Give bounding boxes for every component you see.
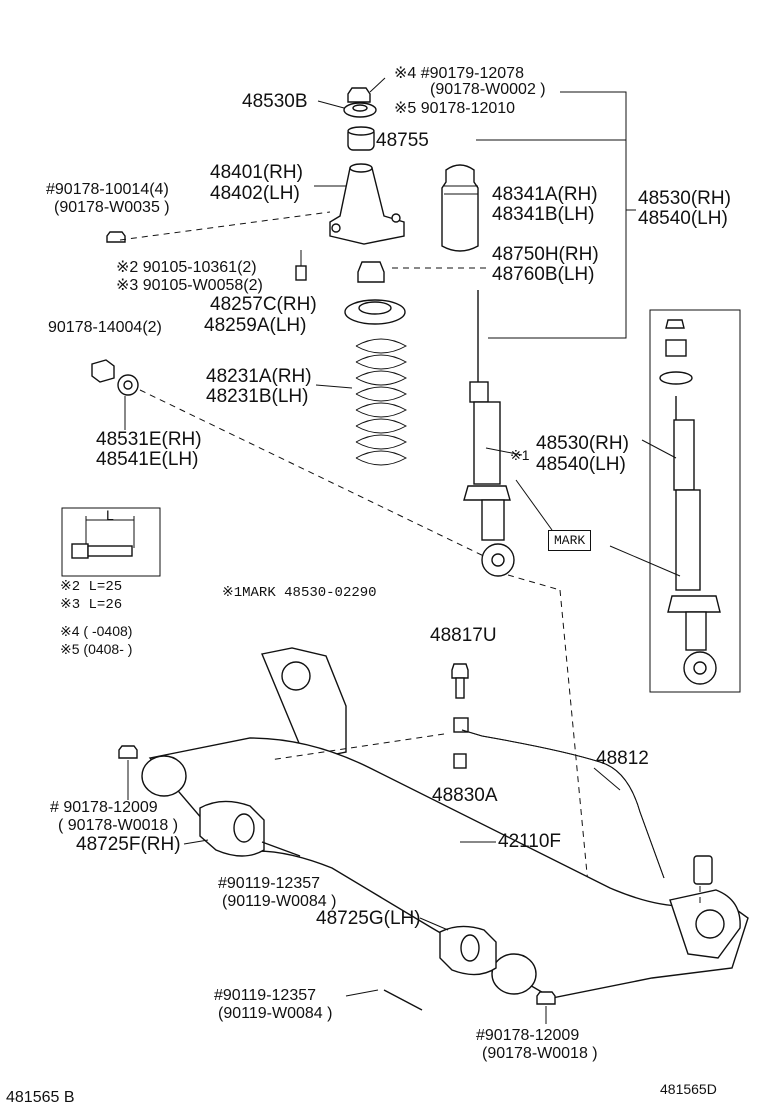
label-48231b: 48231B(LH) [206, 386, 309, 407]
label-48257c: 48257C(RH) [210, 294, 317, 315]
label-48402: 48402(LH) [210, 183, 300, 204]
bushing-icon [347, 126, 375, 151]
label-48725g: 48725G(LH) [316, 908, 421, 929]
label-bolt-12357-b: (90119-W0084 ) [222, 893, 337, 910]
mark-box: MARK [548, 530, 592, 551]
label-bolt3: ※3 90105-W0058(2) [116, 277, 263, 294]
label-48341a: 48341A(RH) [492, 184, 598, 205]
label-nut-12009-b: ( 90178-W0018 ) [58, 817, 179, 834]
bolt-spec-box [61, 507, 161, 577]
label-shock-lh: 48540(LH) [536, 454, 626, 475]
label-nut4-b: (90178-W0035 ) [54, 199, 170, 216]
coil-spring-icon [315, 338, 408, 466]
label-48750h: 48750H(RH) [492, 244, 599, 265]
label-48725f: 48725F(RH) [76, 834, 181, 855]
label-48259a: 48259A(LH) [204, 315, 307, 336]
label-nut-14004: 90178-14004(2) [48, 319, 162, 336]
label-48530b: 48530B [242, 91, 308, 112]
label-nut4-a: #90178-10014(4) [46, 181, 169, 198]
mount-bolt-icon [295, 250, 307, 281]
top-nut-icon [347, 77, 386, 103]
beam-nut-icon [118, 745, 556, 1024]
guide-dashes [269, 733, 701, 906]
note-l26: ※3 L=26 [60, 597, 123, 613]
stabilizer-bolt-icon [451, 663, 469, 769]
pivot-bolt-icon [261, 841, 423, 1011]
label-48755: 48755 [376, 130, 429, 151]
lower-nut-icon [91, 359, 493, 561]
label-shock-rh: 48530(RH) [536, 433, 629, 454]
label-bolt-12357-a: #90119-12357 [218, 875, 321, 892]
label-48231a: 48231A(RH) [206, 366, 312, 387]
label-48531e: 48531E(RH) [96, 429, 202, 450]
spring-insulator-icon [344, 299, 406, 325]
footer-right-code: 481565D [660, 1081, 717, 1097]
bushing-lh-icon [419, 917, 497, 976]
shock-absorber-icon [463, 290, 591, 906]
bushing-rh-icon [183, 800, 265, 857]
bound-stopper-icon [357, 261, 488, 283]
label-48541e: 48541E(LH) [96, 449, 199, 470]
label-bolt-12357b-a: #90119-12357 [214, 987, 317, 1004]
label-top-nut-c: ※5 90178-12010 [394, 100, 516, 117]
label-48540-lh: 48540(LH) [638, 208, 728, 229]
axle-beam-icon [141, 647, 749, 999]
label-42110f: 42110F [498, 831, 562, 852]
label-nut-12009b-a: #90178-12009 [476, 1027, 580, 1044]
label-nut-12009b-b: (90178-W0018 ) [482, 1045, 598, 1062]
label-nut-12009-a: # 90178-12009 [50, 799, 158, 816]
note-l25: ※2 L=25 [60, 579, 123, 595]
note-mark: ※1MARK 48530-02290 [222, 585, 377, 601]
bump-stopper-icon [441, 164, 479, 252]
label-bolt2: ※2 90105-10361(2) [116, 259, 257, 276]
washer-icon [317, 100, 377, 118]
label-48817u: 48817U [430, 625, 497, 646]
stabilizer-bar-icon [461, 729, 713, 885]
label-48530-rh: 48530(RH) [638, 188, 731, 209]
assembly-bracket [476, 91, 636, 339]
label-top-nut-b: (90178-W0002 ) [430, 81, 546, 98]
label-top-nut-a: ※4 #90179-12078 [394, 65, 524, 82]
note-4: ※4 ( -0408) [60, 623, 133, 639]
footer-left-code: 481565 B [6, 1089, 75, 1106]
label-48401: 48401(RH) [210, 162, 303, 183]
label-48830a: 48830A [432, 785, 498, 806]
label-shock-mark: ※1 [510, 447, 530, 463]
label-bolt-12357b-b: (90119-W0084 ) [218, 1005, 333, 1022]
label-bolt-length: L [106, 507, 114, 523]
label-48341b: 48341B(LH) [492, 204, 595, 225]
label-48760b: 48760B(LH) [492, 264, 595, 285]
small-nut-icon [106, 211, 331, 243]
label-48812: 48812 [596, 748, 649, 769]
shock-inset-box [609, 309, 741, 693]
note-5: ※5 (0408- ) [60, 641, 133, 657]
upper-support-icon [314, 163, 405, 245]
